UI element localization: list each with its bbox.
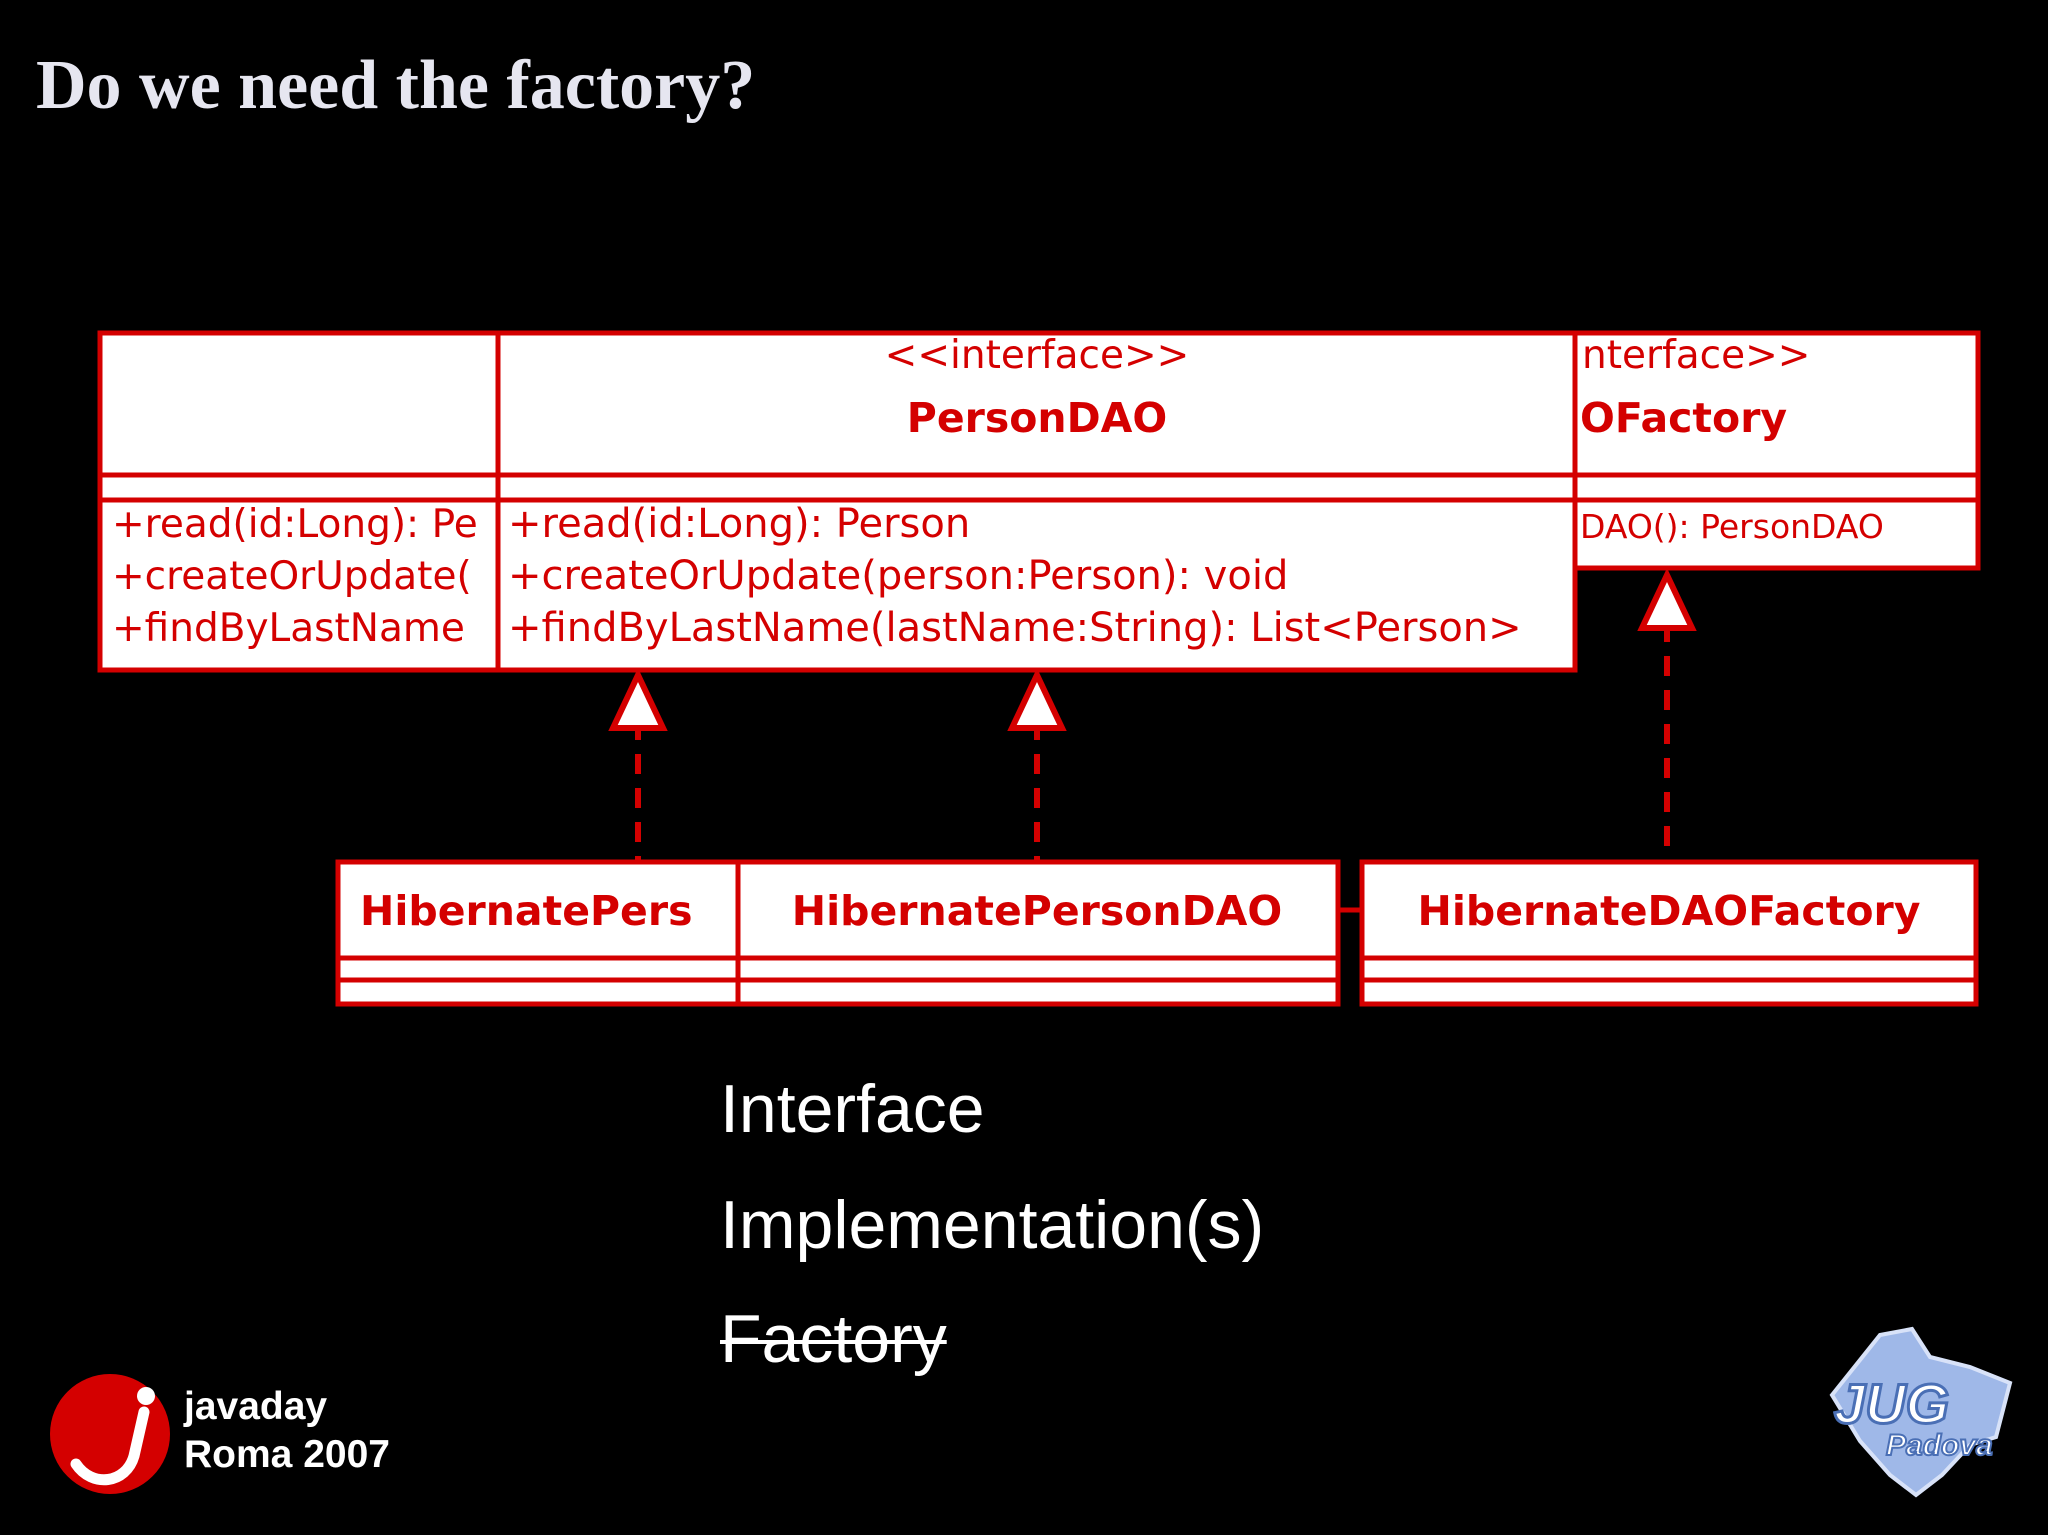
realization-back [608,667,668,862]
back-impl-name: HibernatePers [360,887,692,935]
javaday-logo-icon [50,1374,170,1494]
jug-padova-logo-icon: JUG Padova [1829,1326,2013,1498]
hibernate-person-dao-name: HibernatePersonDAO [792,887,1282,935]
realization-person-dao [1007,667,1067,862]
factory-method-1: DAO(): PersonDAO [1580,507,1884,546]
uml-class-person-dao: <<interface>> PersonDAO +read(id:Long): … [495,330,1578,673]
realization-factory [1637,567,1697,862]
person-dao-method-3: +findByLastName(lastName:String): List<P… [508,605,1522,651]
bullet-factory-struck: Factory [720,1301,947,1377]
back-method-3: +findByLastName [112,606,465,651]
person-dao-method-2: +createOrUpdate(person:Person): void [508,553,1288,599]
jug-sub-text: Padova [1886,1429,1993,1462]
event-name: javaday [184,1385,328,1428]
person-dao-method-1: +read(id:Long): Person [508,501,970,547]
slide-title: Do we need the factory? [36,47,756,124]
bullet-implementations: Implementation(s) [720,1187,1265,1263]
uml-class-dao-factory: nterface>> OFactory DAO(): PersonDAO [1572,330,1981,571]
jug-main-text: JUG [1834,1372,1949,1435]
person-dao-name: PersonDAO [907,394,1167,442]
back-method-1: +read(id:Long): Pe [112,502,478,547]
factory-stereotype: nterface>> [1582,333,1810,378]
uml-class-hibernate-person-dao: HibernatePersonDAO [735,859,1341,1007]
back-method-2: +createOrUpdate( [112,554,472,599]
hibernate-dao-factory-name: HibernateDAOFactory [1418,887,1921,935]
uml-class-hibernate-dao-factory: HibernateDAOFactory [1359,859,1979,1007]
event-place-year: Roma 2007 [184,1433,390,1476]
uml-class-back-impl: HibernatePers [335,859,743,1007]
uml-class-back: +read(id:Long): Pe +createOrUpdate( +fin… [97,330,503,673]
bullet-interface: Interface [720,1071,985,1147]
factory-name: OFactory [1580,394,1787,442]
person-dao-stereotype: <<interface>> [885,333,1190,378]
